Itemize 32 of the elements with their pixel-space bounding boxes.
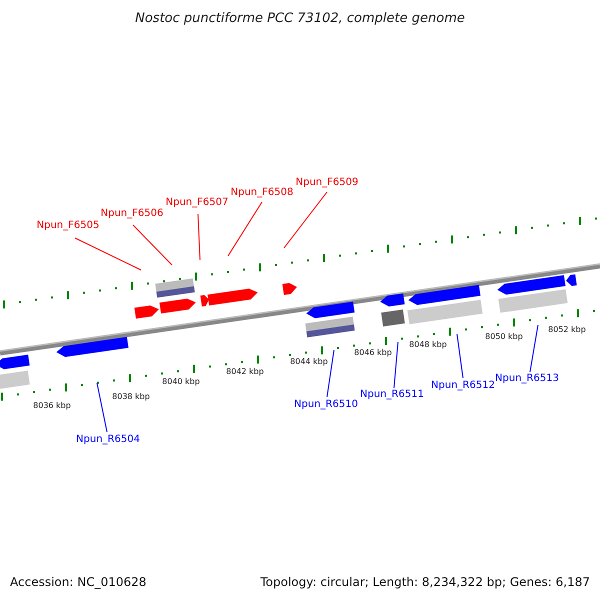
scale-label: 8040 kbp: [162, 378, 200, 386]
gene-label: Npun_F6509: [296, 178, 358, 188]
scale-label: 8046 kbp: [354, 349, 392, 357]
leader-line: [96, 382, 108, 432]
scale-label: 8052 kbp: [548, 326, 586, 334]
leader-line: [132, 224, 172, 266]
leader-line: [394, 342, 398, 388]
leader-line: [198, 214, 200, 260]
leader-line: [228, 202, 262, 256]
scale-label: 8042 kbp: [226, 368, 264, 376]
leader-line: [530, 324, 538, 372]
leader-line: [74, 238, 142, 270]
gene-label: Npun_R6512: [431, 381, 495, 391]
accession-text: Accession: NC_010628: [10, 576, 146, 588]
scale-label: 8044 kbp: [290, 358, 328, 366]
gene-label: Npun_F6505: [36, 221, 100, 231]
gene-label: Npun_F6506: [100, 209, 164, 219]
gene-label: Npun_R6510: [294, 400, 358, 410]
gene-label: Npun_F6507: [166, 198, 228, 208]
genome-info-text: Topology: circular; Length: 8,234,322 bp; Genes: 6,187: [260, 576, 590, 588]
map-title: Nostoc punctiforme PCC 73102, complete genome: [135, 12, 465, 25]
scale-label: 8036 kbp: [33, 402, 71, 410]
gene-label: Npun_R6513: [495, 374, 559, 384]
gene-label: Npun_F6508: [230, 188, 294, 198]
scale-label: 8038 kbp: [112, 393, 150, 401]
leader-line: [456, 334, 464, 378]
leader-line: [326, 350, 334, 398]
leader-line: [284, 192, 328, 248]
gene-label: Npun_R6504: [76, 435, 140, 445]
gene-label: Npun_R6511: [360, 390, 424, 400]
scale-label: 8050 kbp: [485, 333, 523, 341]
scale-label: 8048 kbp: [409, 341, 447, 349]
